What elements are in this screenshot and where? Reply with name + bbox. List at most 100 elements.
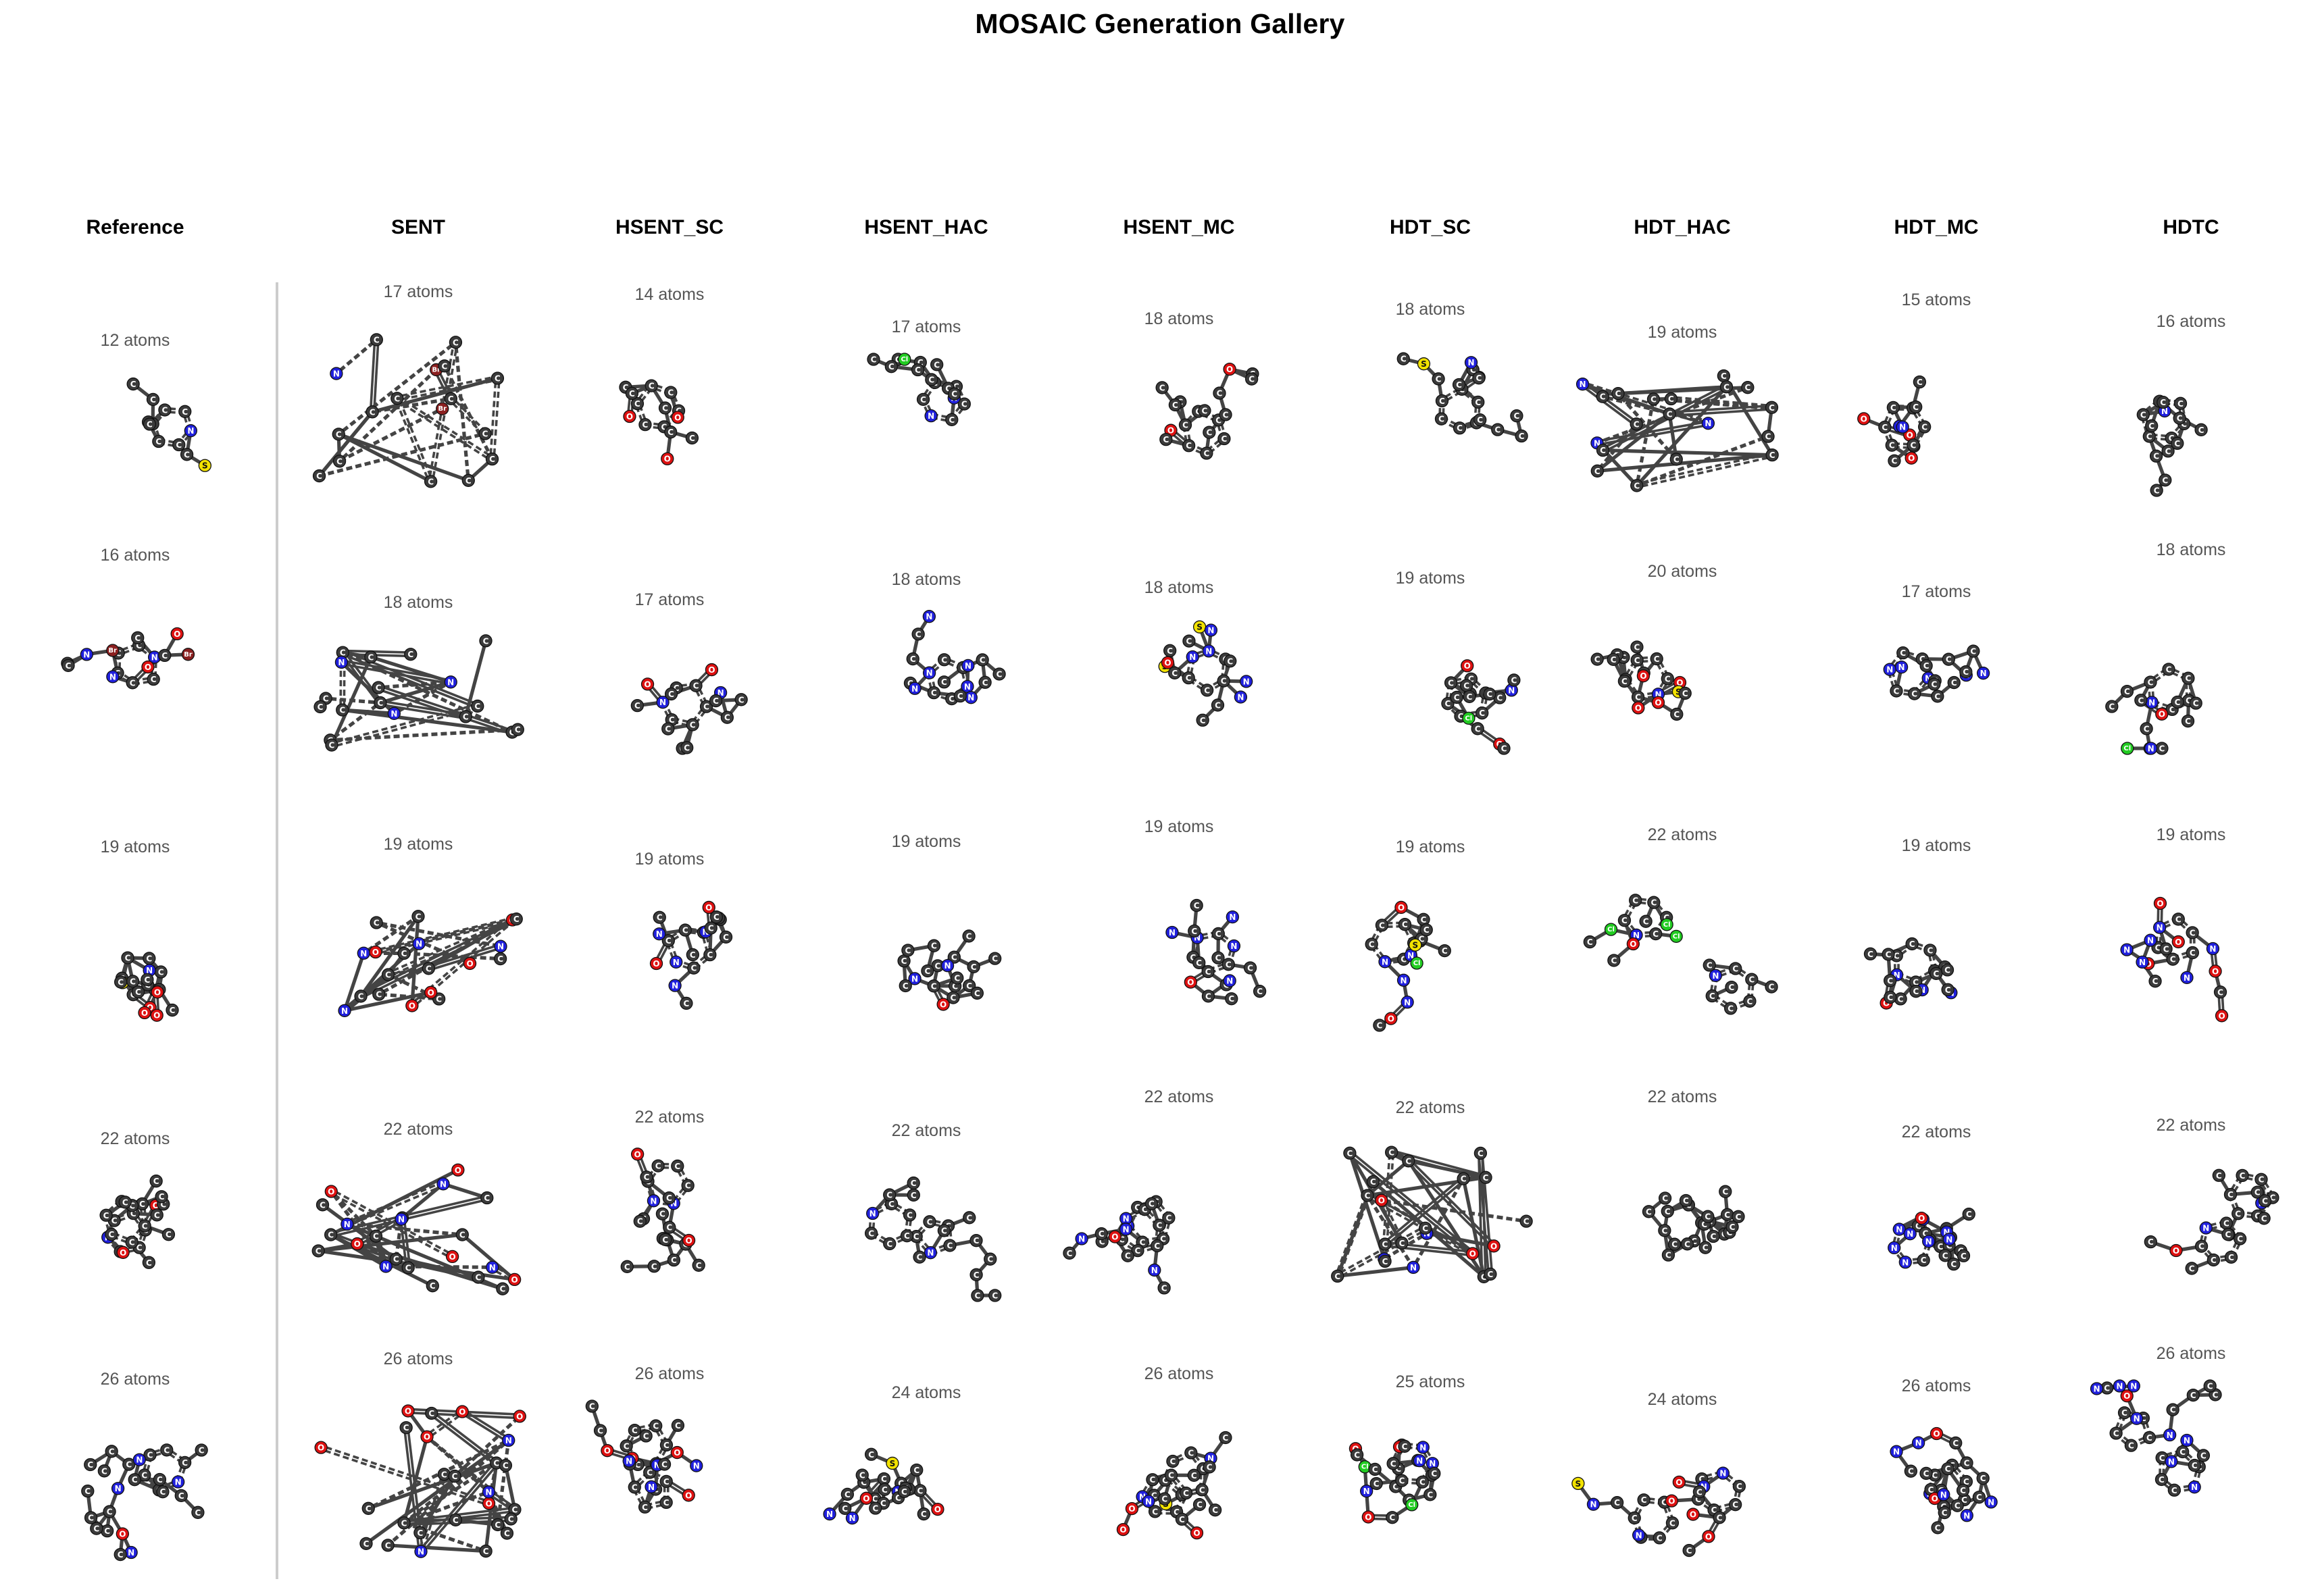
atom-n — [1898, 1256, 1912, 1269]
bond — [2154, 1433, 2166, 1439]
bond — [1692, 1206, 1705, 1216]
gallery-cell-r4-reference: 22 atomsCCCCCNCCCCCCCOCCCOCCCC — [14, 1087, 257, 1310]
bond — [875, 1454, 889, 1464]
atom-c — [901, 944, 915, 957]
atom-c — [2219, 1216, 2234, 1230]
bond — [104, 1455, 112, 1468]
bond — [470, 461, 490, 479]
bond — [961, 672, 966, 683]
atom-count-label: 19 atoms — [634, 850, 705, 869]
bond — [183, 1497, 196, 1511]
molecule-r5-hdtc: CCCNCCCCCCCNNCCNCCCCNONNCN — [2090, 1379, 2222, 1497]
atom-n — [866, 1206, 880, 1220]
bond — [454, 346, 470, 476]
bond — [1192, 448, 1203, 455]
bond — [912, 944, 930, 952]
gallery-cell-r1-hdt_sc: 18 atomsCCCCCCCCOCCCSCCNCC — [1309, 282, 1552, 505]
atom-c — [913, 1250, 926, 1264]
atom-n — [670, 955, 683, 969]
bond — [109, 1241, 117, 1250]
atom-c — [1168, 398, 1182, 412]
bond — [1445, 687, 1450, 699]
atom-group: CCNCCCCNCOCCClSNCNOC — [1365, 900, 1451, 1032]
atom-c — [945, 413, 959, 426]
atom-o — [1651, 696, 1665, 709]
atom-c — [1350, 1448, 1364, 1462]
bond — [118, 1468, 129, 1485]
bond — [1707, 1474, 1721, 1486]
bond — [2149, 440, 2157, 453]
atom-c — [1909, 985, 1923, 998]
gallery-cell-r5-reference: 26 atomsCCCCCNCCCCNCCCCONCCCCNCCCC — [14, 1344, 257, 1574]
atom-c — [105, 1227, 118, 1241]
atom-count-label: 22 atoms — [383, 1120, 453, 1139]
gallery-cell-r4-hsent_hac: 22 atomsCCCNCCCCCCNCCCCCCCCCCC — [805, 1087, 1048, 1310]
bond — [1463, 392, 1474, 402]
bond — [919, 1237, 930, 1249]
atom-c — [651, 1159, 665, 1173]
atom-c — [437, 1468, 451, 1481]
atom-n — [414, 1545, 428, 1558]
atom-c — [593, 1424, 607, 1437]
atom-c — [883, 1237, 897, 1251]
atom-c — [1402, 1154, 1415, 1168]
atom-c — [1217, 674, 1230, 688]
atom-c — [153, 1472, 167, 1487]
bond — [1380, 1204, 1400, 1241]
bond — [931, 1233, 943, 1250]
atom-c — [509, 912, 523, 926]
bond — [649, 426, 659, 430]
molecule-r4-reference: CCCCCNCCCCCCCOCCCOCCCC — [99, 1175, 176, 1269]
atom-n — [338, 1004, 351, 1017]
bond-group — [1163, 368, 1249, 455]
atom-o — [1384, 1012, 1398, 1025]
bond — [947, 662, 959, 669]
bond — [2219, 1178, 2230, 1191]
bond — [668, 1484, 684, 1495]
atom-c — [1883, 974, 1897, 987]
bond — [662, 706, 670, 717]
bond — [915, 661, 927, 671]
atom-c — [472, 1270, 485, 1284]
atom-n — [908, 972, 922, 985]
gallery-cell-r1-hdtc: 16 atomsCCCCCCNCCCCCCCCC — [2069, 282, 2313, 505]
bond — [1648, 1501, 1660, 1505]
gallery-cell-r4-hsent_sc: 22 atomsCCCNCCCCNCOCCCCCCCOCCC — [548, 1087, 791, 1310]
bond — [1193, 971, 1204, 979]
atom-c — [1243, 961, 1257, 975]
bond — [915, 1241, 921, 1253]
bond — [699, 673, 711, 685]
atom-c — [138, 1219, 151, 1233]
bond — [1642, 692, 1654, 696]
bond — [1386, 1199, 1522, 1222]
bond — [143, 1458, 149, 1470]
atom-c — [957, 397, 971, 411]
atom-c — [499, 1459, 513, 1472]
atom-count-label: 19 atoms — [891, 832, 961, 851]
atom-c — [101, 1524, 114, 1538]
bond — [915, 1474, 922, 1487]
bond — [399, 401, 488, 459]
bond — [1714, 999, 1727, 1008]
atom-c — [81, 1485, 95, 1498]
bond — [347, 976, 386, 1009]
atom-group: CCNCCCCNCCOCCCCNCCC — [1863, 937, 1958, 1010]
atom-n — [908, 681, 922, 695]
atom-n — [2129, 1412, 2144, 1425]
bond — [125, 1249, 136, 1254]
bond — [2142, 944, 2151, 958]
atom-o — [351, 1237, 364, 1251]
atom-c — [687, 961, 701, 975]
bond — [630, 384, 647, 389]
bond-group — [86, 1448, 199, 1550]
atom-c — [927, 979, 940, 993]
bond — [1713, 1220, 1728, 1228]
atom-c — [1428, 1466, 1441, 1481]
bond — [2120, 1434, 2129, 1443]
bond — [2246, 1177, 2256, 1182]
bond — [947, 669, 961, 681]
bond — [1887, 430, 1893, 441]
bond — [2168, 1414, 2174, 1431]
bond — [1377, 1470, 1394, 1485]
atom-c — [160, 1443, 174, 1457]
